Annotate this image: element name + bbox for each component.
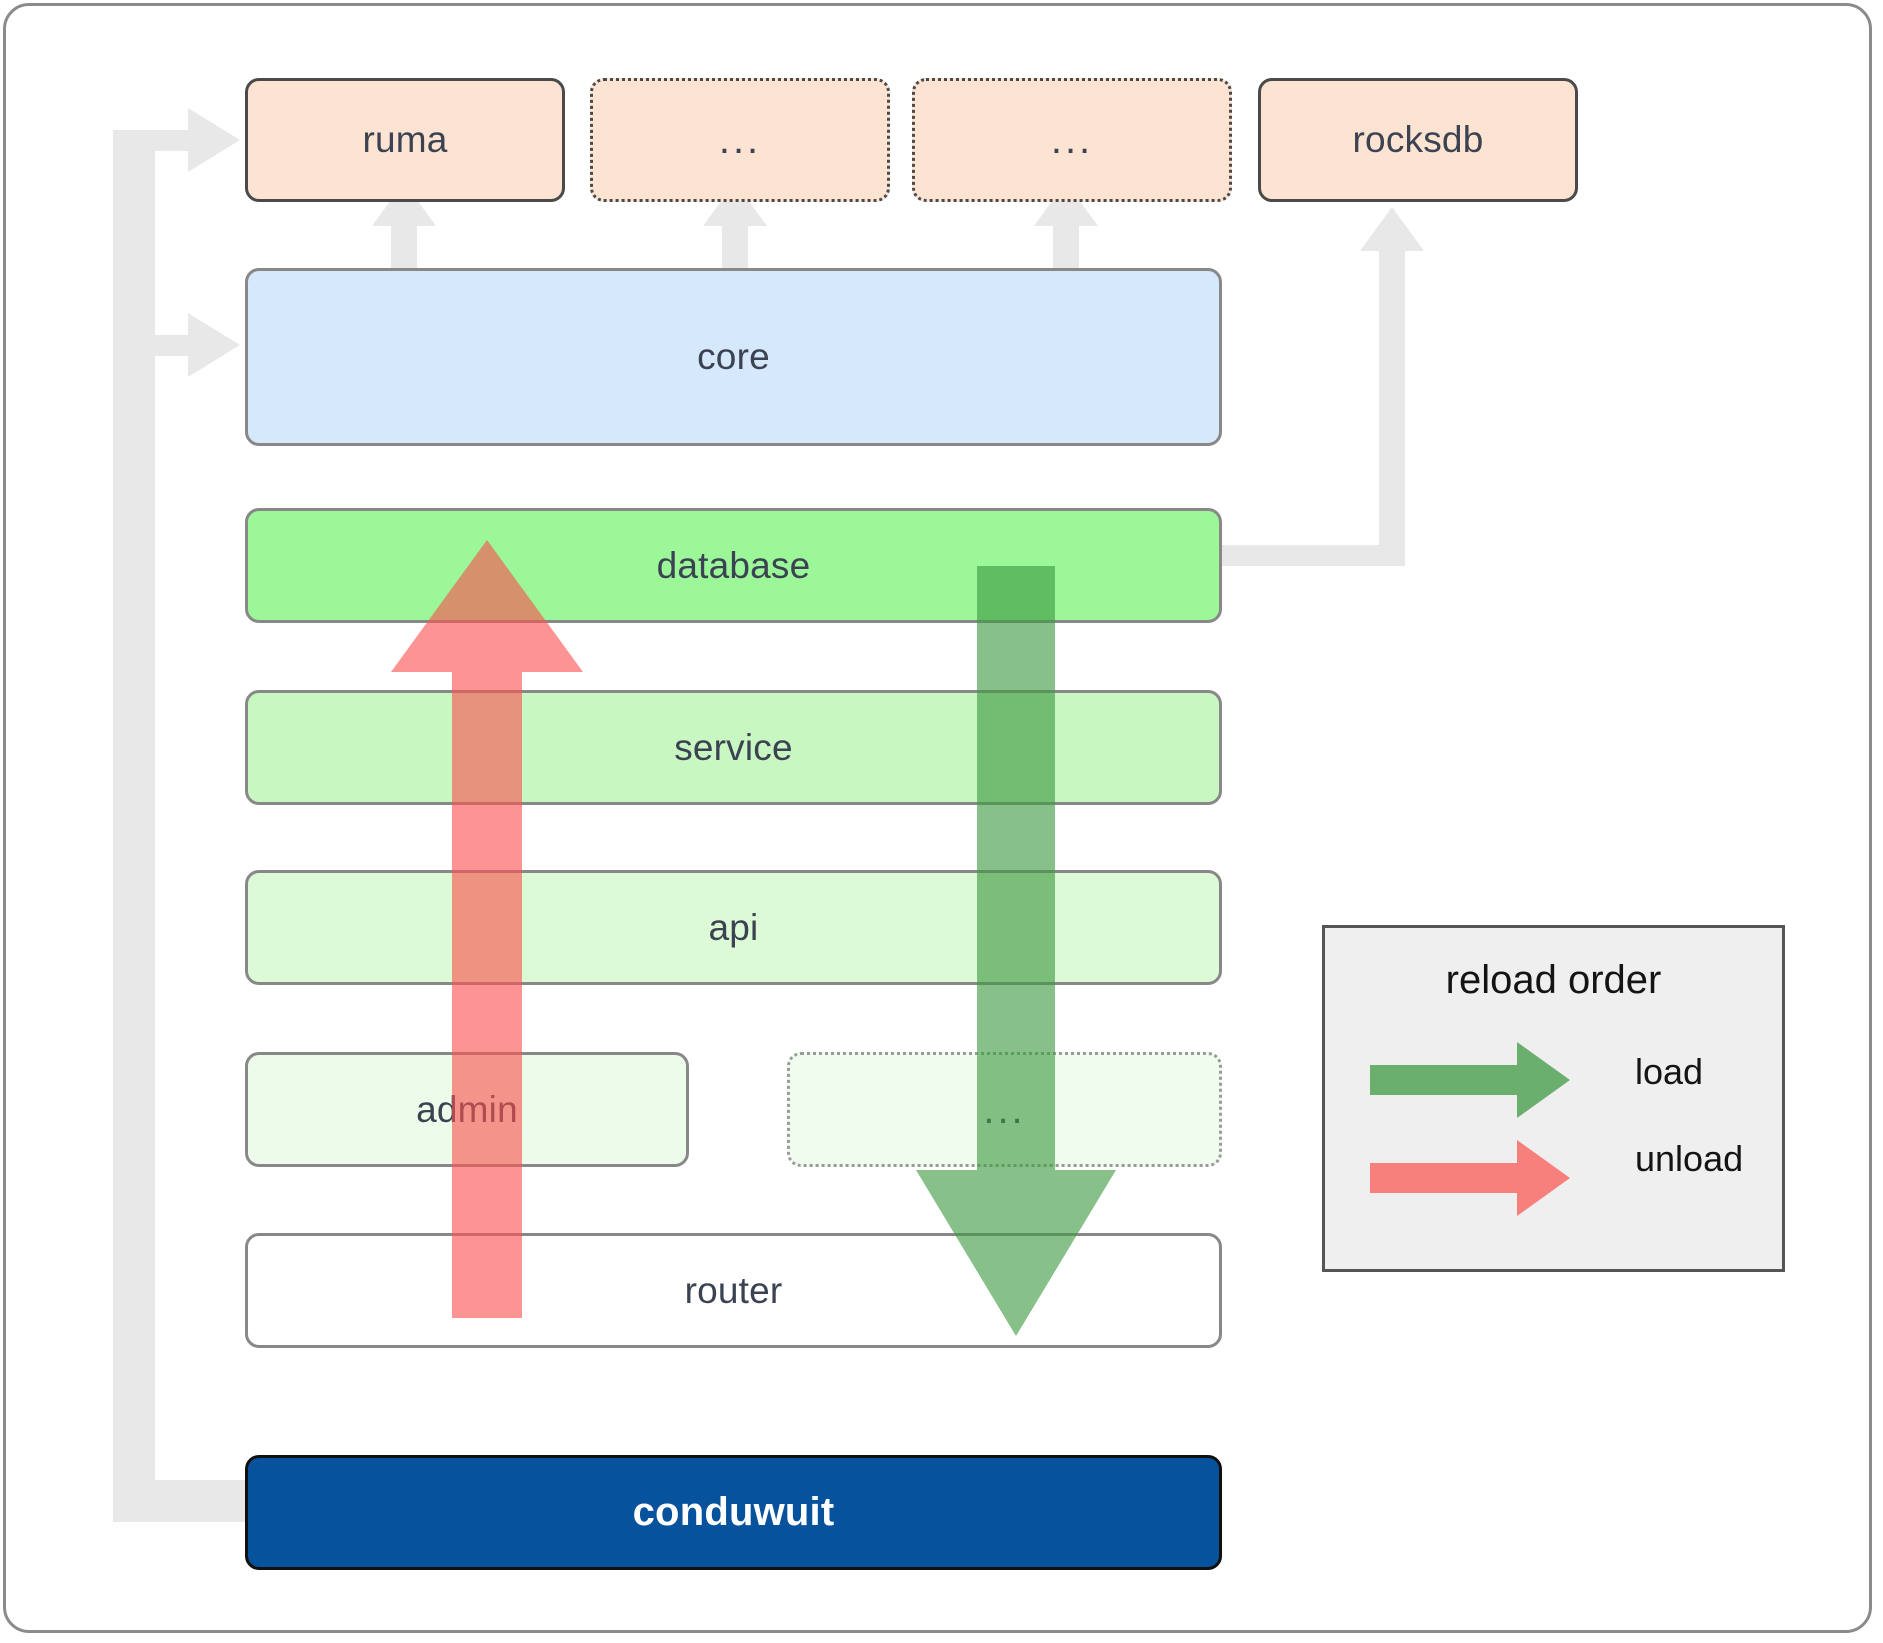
- layer-router[interactable]: router: [245, 1233, 1222, 1348]
- layer-core[interactable]: core: [245, 268, 1222, 446]
- dep-ruma-label: ruma: [362, 119, 448, 160]
- dep-rocksdb[interactable]: rocksdb: [1258, 78, 1578, 202]
- legend-load-label: load: [1635, 1051, 1704, 1092]
- layer-admin[interactable]: admin: [245, 1052, 689, 1167]
- legend-unload-label: unload: [1635, 1138, 1744, 1179]
- executable-conduwuit-label: conduwuit: [632, 1490, 835, 1534]
- layer-ellipsis[interactable]: ...: [787, 1052, 1222, 1167]
- layer-api[interactable]: api: [245, 870, 1222, 985]
- layer-service[interactable]: service: [245, 690, 1222, 805]
- layer-database[interactable]: database: [245, 508, 1222, 623]
- dep-ellipsis-1-label: ...: [718, 118, 762, 162]
- legend-arrows: [1370, 1042, 1570, 1216]
- legend-title: reload order: [1445, 958, 1662, 1002]
- layer-database-label: database: [656, 544, 811, 586]
- legend-load-arrow: [1370, 1042, 1570, 1118]
- diagram-frame: [3, 3, 1872, 1633]
- legend-unload-arrow: [1370, 1140, 1570, 1216]
- layer-core-label: core: [697, 336, 770, 377]
- executable-conduwuit[interactable]: conduwuit: [245, 1455, 1222, 1570]
- dep-ellipsis-2[interactable]: ...: [912, 78, 1232, 202]
- legend-reload-order: reload order load unload: [1322, 925, 1785, 1272]
- layer-router-label: router: [684, 1269, 783, 1311]
- dep-rocksdb-label: rocksdb: [1352, 119, 1484, 160]
- layer-admin-label: admin: [416, 1088, 518, 1130]
- dep-ruma[interactable]: ruma: [245, 78, 565, 202]
- layer-ellipsis-label: ...: [983, 1087, 1026, 1132]
- layer-api-label: api: [708, 906, 759, 948]
- layer-service-label: service: [674, 726, 793, 768]
- dep-ellipsis-2-label: ...: [1050, 118, 1094, 162]
- dep-ellipsis-1[interactable]: ...: [590, 78, 890, 202]
